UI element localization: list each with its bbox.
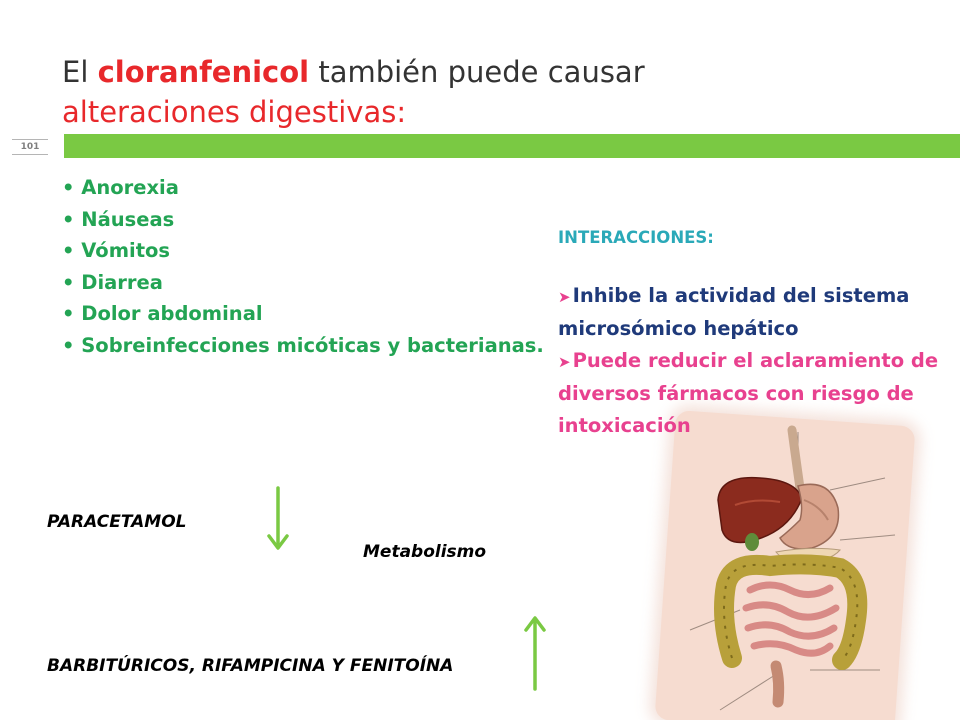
interaction-item: ➤Puede reducir el aclaramiento de divers… xyxy=(558,345,958,442)
side-effects-list: Anorexia Náuseas Vómitos Diarrea Dolor a… xyxy=(62,172,544,361)
title-part-middle: también puede causar xyxy=(309,55,645,89)
interaction-text: Puede reducir el aclaramiento de diverso… xyxy=(558,348,939,437)
title-part-intro: El xyxy=(62,55,98,89)
list-item: Sobreinfecciones micóticas y bacterianas… xyxy=(62,330,544,362)
arrowhead-bullet-icon: ➤ xyxy=(558,287,571,306)
interactions-block: INTERACCIONES: ➤Inhibe la actividad del … xyxy=(558,222,958,441)
title-highlight: alteraciones digestivas xyxy=(62,95,397,129)
title-drug: cloranfenicol xyxy=(97,55,310,89)
list-item: Anorexia xyxy=(62,172,544,204)
title-colon: : xyxy=(396,95,407,129)
inducers-label: BARBITÚRICOS, RIFAMPICINA Y FENITOÍNA xyxy=(47,656,454,676)
interactions-heading: INTERACCIONES: xyxy=(558,228,714,247)
digestive-system-illustration xyxy=(689,425,896,711)
list-item: Vómitos xyxy=(62,235,544,267)
arrowhead-bullet-icon: ➤ xyxy=(558,352,571,371)
slide-title: El cloranfenicol también puede causar al… xyxy=(62,52,822,132)
title-divider-bar xyxy=(64,134,960,158)
list-item: Dolor abdominal xyxy=(62,298,544,330)
metabolism-label: Metabolismo xyxy=(363,542,487,562)
up-arrow-icon xyxy=(524,616,546,691)
interaction-text: Inhibe la actividad del sistema microsóm… xyxy=(558,283,910,341)
paracetamol-label: PARACETAMOL xyxy=(47,512,187,532)
interaction-item: ➤Inhibe la actividad del sistema microsó… xyxy=(558,280,958,345)
page-number: 101 xyxy=(12,139,48,155)
list-item: Náuseas xyxy=(62,204,544,236)
down-arrow-icon xyxy=(267,486,289,550)
list-item: Diarrea xyxy=(62,267,544,299)
